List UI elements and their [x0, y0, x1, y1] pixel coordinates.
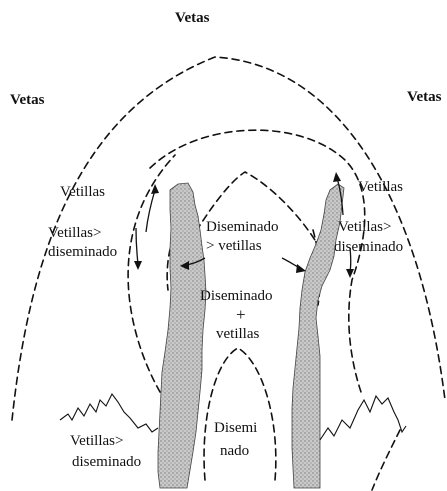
label-diseminado-plus-3: vetillas: [216, 326, 259, 342]
left-intrusive-body: [158, 183, 206, 488]
arrow-left-down: [134, 228, 142, 270]
label-vetillas-diseminado-left-1: Vetillas>: [48, 225, 101, 241]
label-vetillas-right: Vetillas: [358, 179, 403, 195]
label-diseminado-vetillas-2: > vetillas: [206, 238, 262, 254]
arrow-center-right: [282, 258, 306, 273]
label-disem-2: nado: [220, 443, 249, 459]
right-intrusive-body: [292, 184, 344, 488]
label-diseminado-plus-1: Diseminado: [200, 288, 273, 304]
label-vetillas-diseminado-bottom-1: Vetillas>: [70, 433, 123, 449]
label-vetas-right: Vetas: [407, 89, 442, 105]
label-vetillas-diseminado-right-2: diseminado: [334, 239, 403, 255]
label-vetillas-left: Vetillas: [60, 184, 105, 200]
label-vetillas-diseminado-left-2: diseminado: [48, 244, 117, 260]
label-vetas-left: Vetas: [10, 92, 45, 108]
label-disem-1: Disemi: [214, 420, 257, 436]
label-vetillas-diseminado-bottom-2: diseminado: [72, 454, 141, 470]
label-diseminado-vetillas-1: Diseminado: [206, 219, 279, 235]
label-vetas-top: Vetas: [175, 10, 210, 26]
core-zone-boundary: [204, 348, 276, 480]
bottom-right-boundary: [372, 430, 400, 490]
label-diseminado-plus-2: +: [236, 305, 246, 324]
label-vetillas-diseminado-right-1: Vetillas>: [338, 219, 391, 235]
right-jagged-contact: [320, 396, 406, 440]
left-jagged-contact: [60, 394, 158, 432]
